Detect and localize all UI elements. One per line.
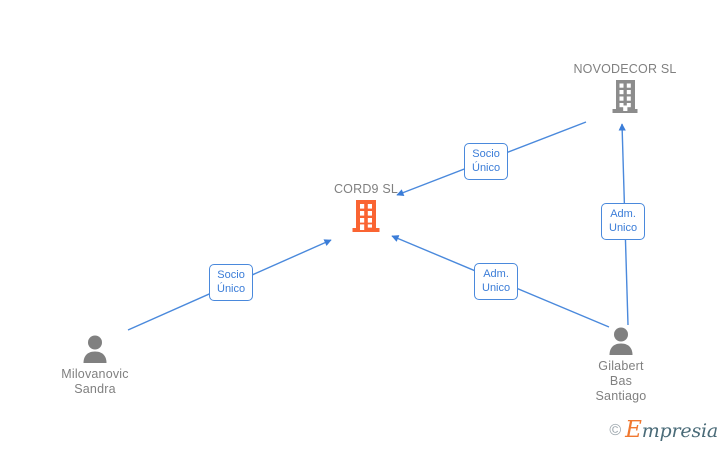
copyright-icon: © — [609, 421, 622, 439]
node-milovanovic-sandra[interactable]: Milovanovic Sandra — [15, 334, 175, 397]
building-icon — [610, 79, 640, 115]
edge-label-milovanovic-to-cord9[interactable]: Socio Único — [209, 264, 254, 301]
node-label-gilabert-bas-santiago: Gilabert Bas Santiago — [595, 359, 647, 403]
brand-wordmark: Empresia — [625, 419, 718, 442]
node-novodecor-sl[interactable]: NOVODECOR SL — [545, 62, 705, 115]
edge-label-novodecor-to-cord9[interactable]: Socio Único — [464, 143, 509, 180]
person-icon — [80, 334, 110, 364]
brand-rest: mpresia — [641, 420, 718, 442]
brand-initial: E — [625, 417, 642, 443]
edge-label-gilabert-to-novodecor[interactable]: Adm. Unico — [601, 203, 646, 240]
node-cord9-sl[interactable]: CORD9 SL — [286, 182, 446, 233]
person-icon — [606, 326, 636, 356]
edge-label-gilabert-to-cord9[interactable]: Adm. Unico — [474, 263, 519, 300]
empresia-watermark: © Empresia — [609, 419, 718, 442]
node-label-novodecor-sl: NOVODECOR SL — [573, 62, 677, 76]
building-icon — [352, 199, 380, 233]
node-label-milovanovic-sandra: Milovanovic Sandra — [61, 367, 129, 396]
node-gilabert-bas-santiago[interactable]: Gilabert Bas Santiago — [541, 326, 701, 404]
node-label-cord9-sl: CORD9 SL — [333, 182, 399, 196]
